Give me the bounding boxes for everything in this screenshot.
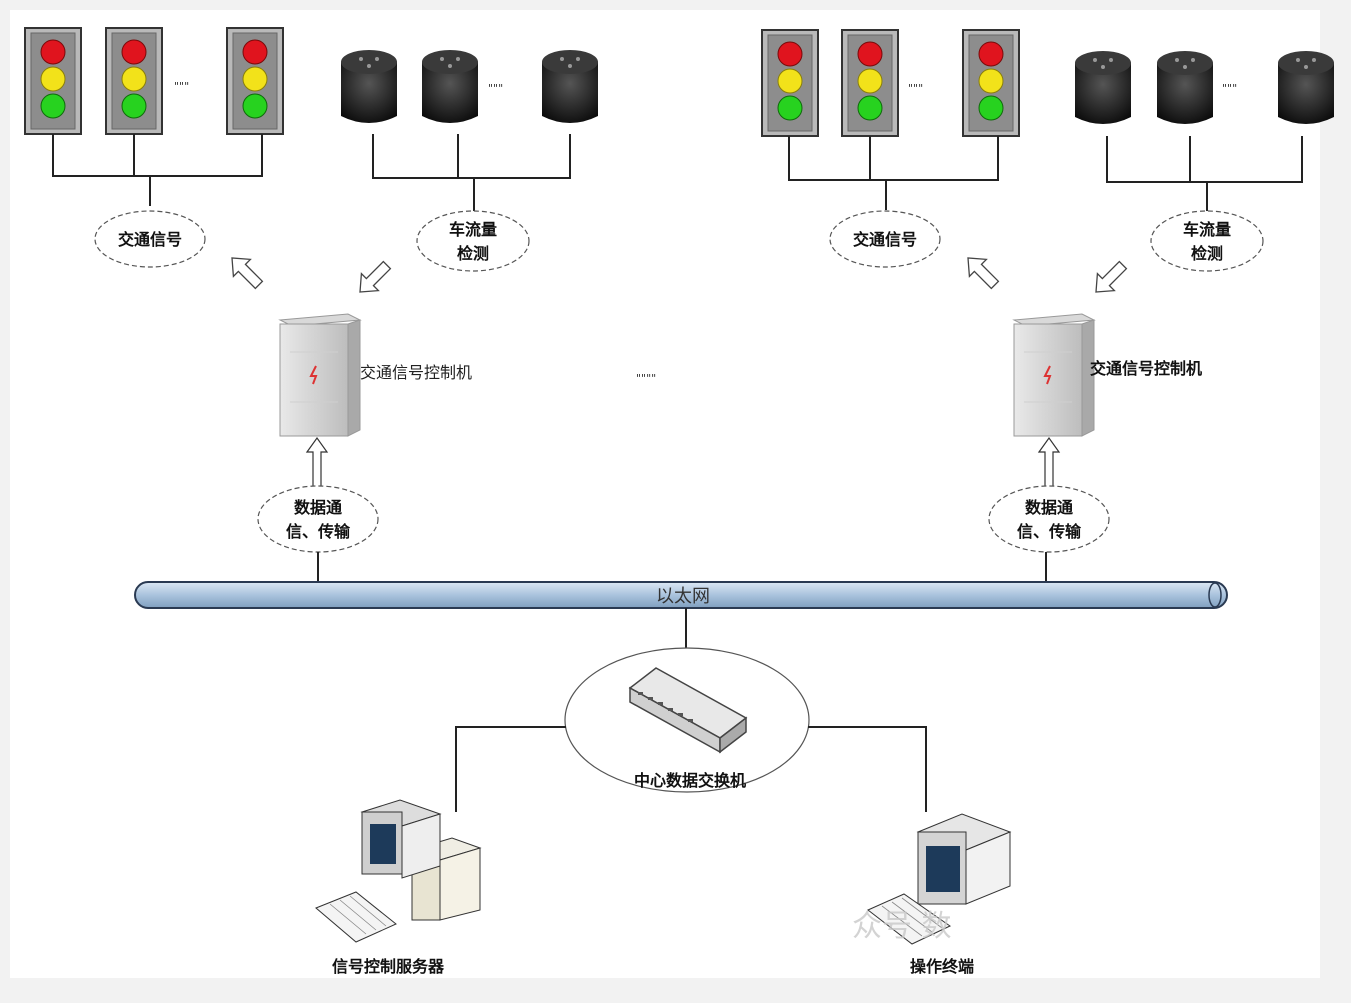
detect-ellipse [1150,210,1264,272]
signal-label: 交通信号 [118,230,182,249]
middle-ellipsis: """" [636,372,656,385]
detect-label-line2: 检测 [457,244,489,263]
terminal-computer-icon [867,813,1012,945]
comm-label-line1: 数据通 [294,498,342,517]
watermark-text: 众号 数 [852,909,952,944]
center-switch: 中心数据交换机 [455,608,927,812]
ellipsis-text: """ [1222,82,1237,95]
switch-label: 中心数据交换机 [634,771,746,790]
traffic-light-icon [226,27,284,135]
server-label: 信号控制服务器 [332,957,445,976]
ellipsis-text: """ [488,82,503,95]
terminal-label: 操作终端 [910,957,974,976]
operator-terminal: 操作终端 [867,813,1012,976]
detect-ellipse [416,210,530,272]
vehicle-detector-icon [1075,51,1131,124]
controller-cabinet-icon [1013,313,1095,437]
signal-wiring [52,134,263,206]
detect-label-line2: 检测 [1191,244,1223,263]
traffic-light-icon [24,27,82,135]
comm-label-line1: 数据通 [1025,498,1073,517]
signal-label: 交通信号 [853,230,917,249]
controller-label: 交通信号控制机 [1090,359,1202,378]
ellipsis-text: """ [908,82,923,95]
detect-label-line1: 车流量 [1183,220,1231,239]
left-cluster: """ """ 交通信号 车流量 检测 交通信号控制机 数据通 信、传输 [24,27,598,582]
ethernet-label: 以太网 [656,586,710,607]
controller-cabinet-icon [279,313,361,437]
signal-server: 信号控制服务器 [315,799,482,976]
comm-label-line2: 信、传输 [286,522,351,541]
signal-ellipse [94,210,206,268]
server-link [455,726,566,812]
vehicle-detector-icon [422,50,478,123]
detector-wiring [1106,136,1303,214]
vehicle-detector-icon [542,50,598,123]
comm-label-line2: 信、传输 [1017,522,1082,541]
network-switch-icon [628,667,748,754]
right-cluster: """ """ 交通信号 车流量 检测 交通信号控制机 数据通 信、传输 [761,29,1334,582]
traffic-light-icon [841,29,899,137]
ellipsis-text: """ [174,80,189,93]
terminal-link [808,726,927,812]
detect-label-line1: 车流量 [449,220,497,239]
vehicle-detector-icon [341,50,397,123]
signal-wiring [788,136,999,210]
vehicle-detector-icon [1157,51,1213,124]
comm-ellipse [257,485,379,553]
controller-label: 交通信号控制机 [360,363,472,382]
ethernet-bus: 以太网 [134,581,1228,609]
server-computer-icon [315,799,482,943]
detector-wiring [372,134,571,214]
vehicle-detector-icon [1278,51,1334,124]
signal-ellipse [829,210,941,268]
traffic-light-icon [761,29,819,137]
traffic-light-icon [962,29,1020,137]
traffic-light-icon [105,27,163,135]
comm-ellipse [988,485,1110,553]
